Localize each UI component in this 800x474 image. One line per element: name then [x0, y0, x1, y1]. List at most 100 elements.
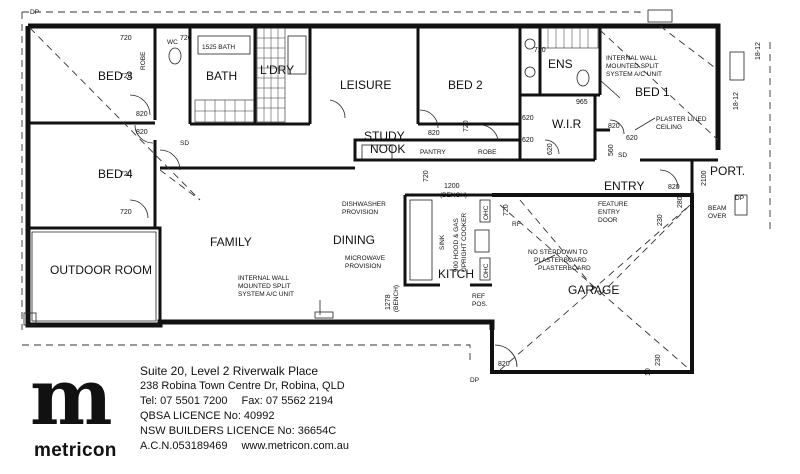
label-beam-1: BEAM: [708, 205, 726, 212]
dim-820-c: 820: [428, 130, 440, 137]
dim-1800: 18-12: [755, 42, 762, 60]
label-ref-pos-1: REF: [472, 293, 485, 300]
fax-number: Fax: 07 5562 2194: [241, 395, 334, 407]
dim-720-e: 720: [180, 35, 192, 42]
label-stepdown-3: PLASTERBOARD: [538, 265, 591, 272]
qbsa-licence: QBSA LICENCE No: 40992: [140, 410, 275, 422]
garage-door-lines: [499, 199, 691, 371]
dim-280: 280: [677, 196, 684, 208]
dim-720-f: 720: [463, 120, 470, 132]
dim-720-a: 720: [120, 35, 132, 42]
room-garage: GARAGE: [568, 283, 619, 297]
label-cooker-2: UPRIGHT COOKER: [461, 213, 468, 272]
company-footer: m metricon Suite 20, Level 2 Riverwalk P…: [0, 358, 800, 474]
dim-10: 10: [645, 368, 652, 376]
label-smoke-detector-2: SD: [618, 152, 627, 159]
dim-720-c: 720: [120, 171, 132, 178]
internal-walls: [30, 26, 718, 287]
dim-820-b: 820: [136, 129, 148, 136]
label-dishwasher-1: DISHWASHER: [342, 201, 386, 208]
room-bed2: BED 2: [448, 78, 483, 92]
company-details: Suite 20, Level 2 Riverwalk Place 238 Ro…: [140, 364, 380, 454]
dim-620-c: 620: [547, 143, 554, 155]
wet-area-tiles: [194, 27, 599, 123]
dim-620-a: 620: [522, 115, 534, 122]
dim-965: 965: [576, 99, 588, 106]
label-bath-1525: 1525 BATH: [202, 44, 235, 51]
label-wc: WC: [167, 39, 178, 46]
label-stepdown-1: NO STEPDOWN TO: [528, 249, 588, 256]
label-ac1-1: INTERNAL WALL: [606, 55, 658, 62]
boundary-line-bottom: [22, 344, 471, 362]
nsw-licence: NSW BUILDERS LICENCE No: 36654C: [140, 425, 337, 437]
label-downpipe-2: DP: [470, 377, 479, 384]
dim-2100: 2100: [701, 170, 708, 186]
label-ref-pos-2: POS.: [472, 301, 488, 308]
label-bench-1200: 1200: [444, 183, 460, 190]
metricon-logo: m metricon: [30, 358, 130, 462]
roof-lines: [29, 25, 719, 201]
logo-mark: m: [30, 352, 113, 443]
website-link[interactable]: www.metricon.com.au: [241, 440, 350, 452]
label-feature-1: FEATURE: [598, 201, 629, 208]
dim-820-e: 820: [498, 361, 510, 368]
room-laundry: L'DRY: [260, 63, 294, 77]
dim-560: 560: [608, 144, 615, 156]
label-downpipe-3: DP: [735, 195, 744, 202]
label-bench-2: (BENCH): [393, 285, 400, 312]
dim-720-d: 720: [120, 209, 132, 216]
label-cooker-1: 900 HOOD & GAS: [453, 218, 460, 272]
room-bath: BATH: [206, 69, 237, 83]
label-plaster-2: CEILING: [656, 124, 682, 131]
room-family: FAMILY: [210, 235, 252, 249]
label-ohc-2: OHC: [483, 263, 490, 278]
label-smoke-detector: SD: [180, 140, 189, 147]
room-study-nook-1: STUDY: [364, 129, 405, 143]
room-leisure: LEISURE: [340, 78, 391, 92]
label-ac2-1: INTERNAL WALL: [238, 275, 290, 282]
garage-wall: [490, 193, 694, 374]
label-bench-1: (BENCH): [440, 192, 467, 199]
acn-number: A.C.N.053189469: [140, 440, 228, 452]
room-bed1: BED 1: [635, 85, 670, 99]
room-entry: ENTRY: [604, 179, 644, 193]
label-feature-3: DOOR: [598, 217, 618, 224]
label-bench-1278: 1278: [385, 294, 392, 310]
label-robe-nook: ROBE: [478, 149, 497, 156]
phone-row: Tel: 07 5501 7200 Fax: 07 5562 2194: [140, 394, 380, 409]
room-ensuite: ENS: [548, 57, 573, 71]
room-study-nook-2: NOOK: [370, 142, 405, 156]
dim-820-a: 820: [136, 111, 148, 118]
door-swings: [129, 94, 679, 368]
label-microwave-2: PROVISION: [345, 263, 381, 270]
fixtures: [23, 9, 748, 326]
label-beam-2: OVER: [708, 213, 727, 220]
label-plaster-1: PLASTER LINED: [656, 116, 707, 123]
label-ac2-3: SYSTEM A/C UNIT: [238, 291, 294, 298]
dim-820-d: 820: [668, 184, 680, 191]
label-ohc-1: OHC: [483, 205, 490, 220]
room-wir: W.I.R: [552, 117, 582, 131]
room-bed4: BED 4: [98, 167, 133, 181]
boundary-line-top: [22, 11, 641, 18]
room-dining: DINING: [333, 233, 375, 247]
room-bed3: BED 3: [98, 69, 133, 83]
dim-1812: 18-12: [733, 92, 740, 110]
room-kitchen: KITCH: [438, 267, 474, 281]
label-microwave-1: MICROWAVE: [345, 255, 386, 262]
room-outdoor: OUTDOOR ROOM: [50, 263, 152, 277]
label-stepdown-2: PLASTERBOARD: [534, 257, 587, 264]
label-ac2-2: MOUNTED SPLIT: [238, 283, 291, 290]
dim-720-g: 720: [423, 170, 430, 182]
dim-720-i: 720: [503, 204, 510, 216]
dim-620-b: 620: [522, 137, 534, 144]
address-line-1: Suite 20, Level 2 Riverwalk Place: [140, 364, 319, 378]
dim-230-b: 230: [655, 354, 662, 366]
dim-620-d: 620: [626, 135, 638, 142]
dim-720-b: 720: [120, 73, 132, 80]
phone-number: Tel: 07 5501 7200: [140, 395, 228, 407]
leader-lines: [319, 79, 656, 315]
label-fridge: RF: [512, 221, 521, 228]
label-pantry: PANTRY: [420, 149, 446, 156]
